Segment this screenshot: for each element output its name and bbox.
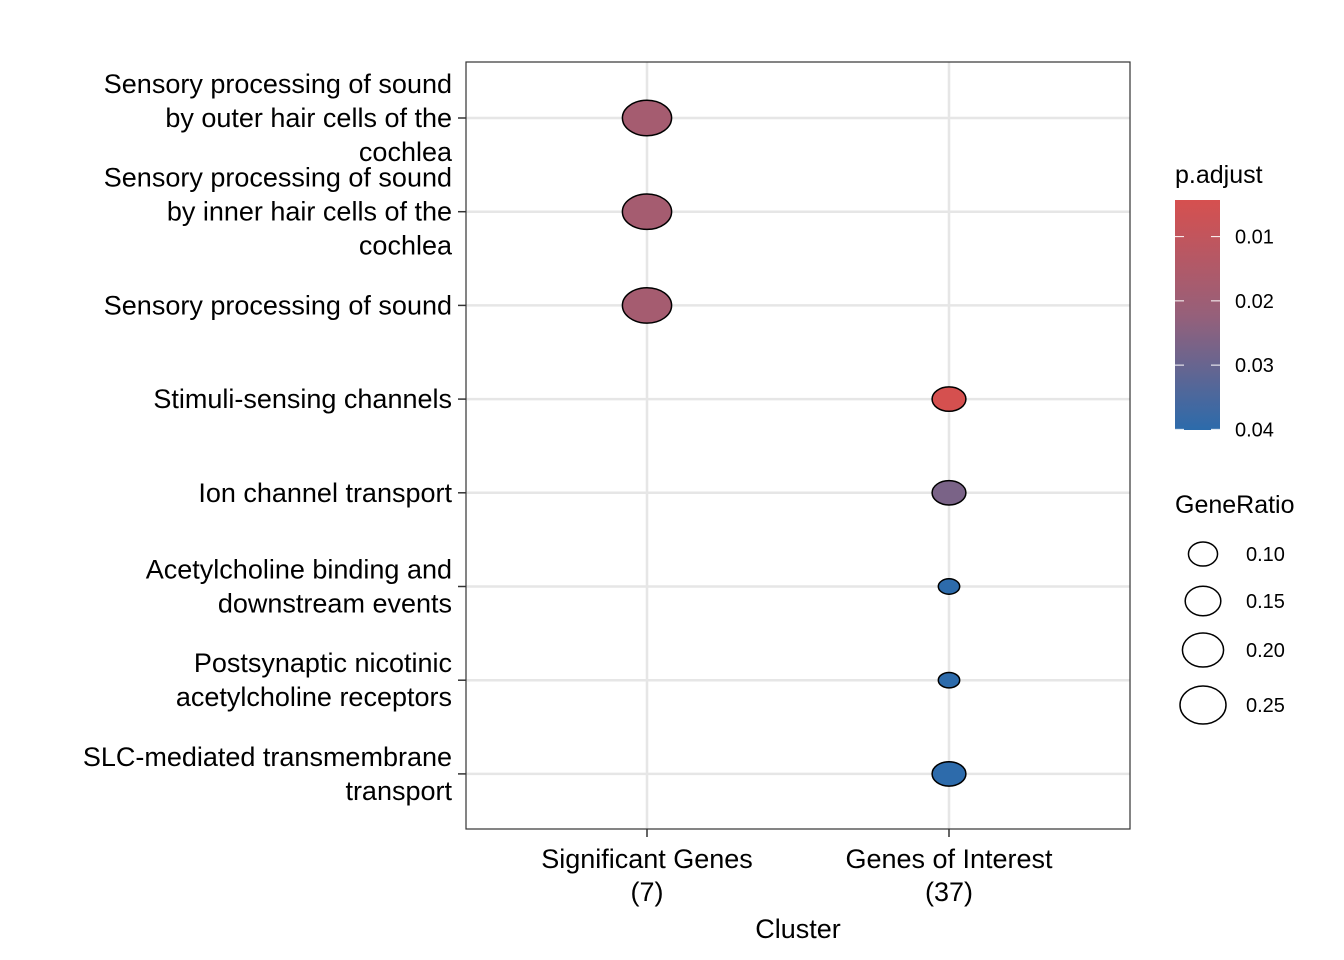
color-legend-label: 0.04 [1235, 419, 1274, 441]
legend-gene-ratio: GeneRatio 0.10 0.15 0.20 0.25 [1175, 491, 1295, 725]
points [621, 99, 967, 787]
legend-p-adjust: p.adjust 0.01 0.02 0.03 0.04 [1175, 161, 1274, 441]
y-tick-label: by inner hair cells of the [167, 197, 452, 227]
x-tick-label: Significant Genes [541, 844, 753, 874]
size-legend-label: 0.10 [1246, 544, 1285, 566]
y-tick-label: Stimuli-sensing channels [153, 384, 452, 414]
data-point [937, 671, 961, 689]
x-axis: Significant Genes(7) Genes of Interest(37… [541, 829, 1053, 907]
plot-panel-border [465, 61, 1131, 830]
y-tick-label: Sensory processing of sound [104, 69, 452, 99]
data-point [931, 760, 967, 787]
data-point [621, 193, 673, 231]
y-tick-label: cochlea [359, 137, 453, 167]
size-legend-circle [1179, 685, 1227, 725]
y-tick-label: acetylcholine receptors [176, 682, 452, 712]
size-legend-label: 0.20 [1246, 640, 1285, 662]
size-legend-label: 0.15 [1246, 591, 1285, 613]
y-tick-label: Sensory processing of sound [104, 290, 452, 320]
y-axis: Sensory processing of sound by outer hair… [83, 69, 466, 806]
x-tick-label: Genes of Interest [845, 844, 1053, 874]
data-point [621, 286, 673, 324]
color-legend-label: 0.02 [1235, 291, 1274, 313]
y-tick-label: downstream events [218, 589, 452, 619]
data-point [931, 386, 967, 413]
y-tick-label: by outer hair cells of the [165, 103, 452, 133]
y-tick-label: SLC-mediated transmembrane [83, 742, 452, 772]
y-tick-label: cochlea [359, 231, 453, 261]
x-axis-title: Cluster [755, 914, 841, 944]
data-point [931, 479, 967, 506]
size-legend-circle [1184, 585, 1222, 617]
size-legend-circle [1181, 632, 1225, 668]
data-point [937, 578, 961, 595]
color-legend-label: 0.03 [1235, 355, 1274, 377]
y-tick-label: transport [345, 776, 452, 806]
data-point [621, 99, 673, 137]
grid-lines [466, 62, 1130, 829]
x-tick-label: (37) [925, 877, 973, 907]
y-tick-label: Postsynaptic nicotinic [194, 648, 452, 678]
y-tick-label: Acetylcholine binding and [146, 555, 452, 585]
legend-gene-ratio-title: GeneRatio [1175, 491, 1295, 519]
legend-p-adjust-title: p.adjust [1175, 161, 1263, 189]
color-bar [1175, 200, 1220, 430]
color-legend-label: 0.01 [1235, 227, 1274, 249]
y-tick-label: Sensory processing of sound [104, 163, 452, 193]
y-tick-label: Ion channel transport [198, 478, 452, 508]
size-legend-circle [1187, 541, 1219, 567]
size-legend-label: 0.25 [1246, 695, 1285, 717]
x-tick-label: (7) [631, 877, 664, 907]
